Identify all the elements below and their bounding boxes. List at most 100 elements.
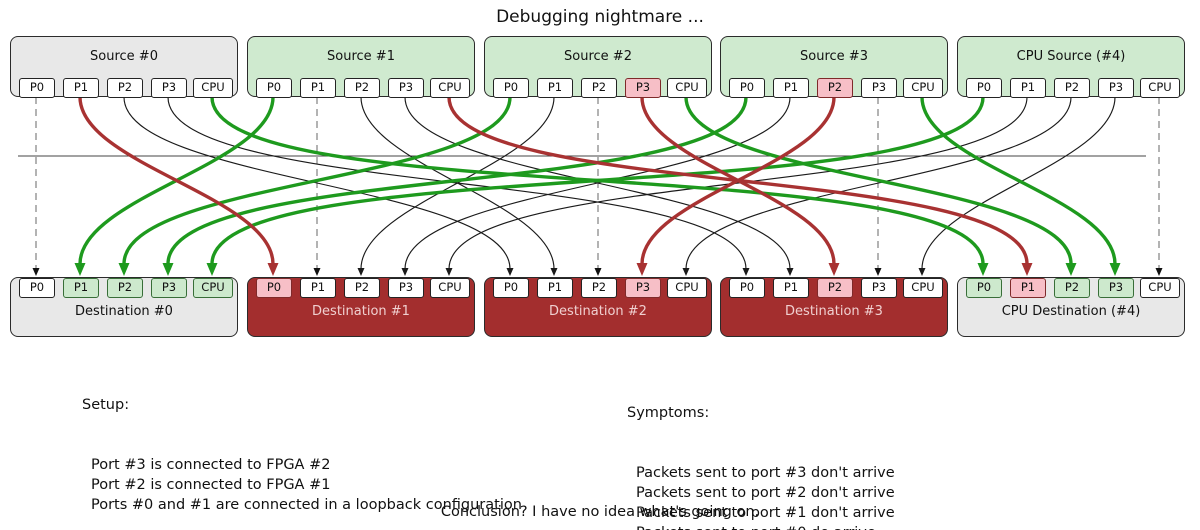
destination-1-port-p0: P0 <box>256 278 292 298</box>
symptoms-heading: Symptoms: <box>627 405 710 421</box>
destination-1-port-p2: P2 <box>344 278 380 298</box>
arrowhead-red-d1p0 <box>267 263 279 276</box>
destination-2-port-p0: P0 <box>493 278 529 298</box>
symptoms-block: Symptoms: Packets sent to port #3 don't … <box>627 363 919 530</box>
arrowhead-green-d4p3 <box>1109 263 1121 276</box>
source-2-port-p2: P2 <box>581 78 617 98</box>
destination-4-port-p2: P2 <box>1054 278 1090 298</box>
connection-black-s2p1 <box>360 96 555 270</box>
destination-4-port-cpu: CPU <box>1140 278 1180 298</box>
arrowhead-black-d1p3 <box>401 268 409 276</box>
setup-line-2: Ports #0 and #1 are connected in a loopb… <box>91 497 522 513</box>
source-2-port-p3: P3 <box>625 78 661 98</box>
source-label-2: Source #2 <box>564 49 632 64</box>
source-label-0: Source #0 <box>90 49 158 64</box>
source-2-port-p1: P1 <box>537 78 573 98</box>
destination-3-port-p3: P3 <box>861 278 897 298</box>
source-label-1: Source #1 <box>327 49 395 64</box>
arrowhead-dashed-d2p2 <box>594 268 602 276</box>
source-1-port-p1: P1 <box>300 78 336 98</box>
source-4-port-p0: P0 <box>966 78 1002 98</box>
connection-black-s0p2 <box>123 96 511 270</box>
destination-4-port-p3: P3 <box>1098 278 1134 298</box>
conclusion-text: Conclusion? I have no idea what's going … <box>440 504 760 520</box>
source-3-port-cpu: CPU <box>903 78 943 98</box>
arrowhead-green-d4p0 <box>977 263 989 276</box>
connection-green-s3p0 <box>166 96 748 265</box>
arrowhead-black-d1p4 <box>445 268 453 276</box>
source-0-port-p3: P3 <box>151 78 187 98</box>
arrowhead-black-d3p0 <box>742 268 750 276</box>
source-4-port-cpu: CPU <box>1140 78 1180 98</box>
connection-black-s4p3 <box>921 96 1116 270</box>
connection-green-s4p0 <box>210 96 985 265</box>
destination-2-port-cpu: CPU <box>667 278 707 298</box>
arrowhead-red-d3p2 <box>828 263 840 276</box>
destination-label-3: Destination #3 <box>785 304 883 319</box>
connection-black-s3p1 <box>404 96 791 270</box>
setup-lines: Port #3 is connected to FPGA #2 Port #2 i… <box>82 455 522 515</box>
source-3-port-p2: P2 <box>817 78 853 98</box>
arrowhead-red-d4p1 <box>1021 263 1033 276</box>
source-1-port-p2: P2 <box>344 78 380 98</box>
arrowhead-green-d0p2 <box>118 263 130 276</box>
symptom-line-3: Packets sent to port #0 do arrive <box>627 523 919 530</box>
source-0-port-p2: P2 <box>107 78 143 98</box>
source-4-port-p1: P1 <box>1010 78 1046 98</box>
arrowhead-black-d1p2 <box>357 268 365 276</box>
setup-line-1: Port #2 is connected to FPGA #1 <box>91 477 331 493</box>
arrowhead-black-d2p1 <box>550 268 558 276</box>
destination-1-port-cpu: CPU <box>430 278 470 298</box>
source-3-port-p3: P3 <box>861 78 897 98</box>
source-label-3: Source #3 <box>800 49 868 64</box>
destination-2-port-p3: P3 <box>625 278 661 298</box>
source-1-port-p3: P3 <box>388 78 424 98</box>
connection-green-s3p4 <box>920 96 1117 265</box>
destination-3-port-p1: P1 <box>773 278 809 298</box>
destination-2-port-p2: P2 <box>581 278 617 298</box>
source-3-port-p1: P1 <box>773 78 809 98</box>
source-4-port-p3: P3 <box>1098 78 1134 98</box>
destination-0-port-p1: P1 <box>63 278 99 298</box>
arrowhead-dashed-d3p3 <box>874 268 882 276</box>
arrowhead-green-d0p3 <box>162 263 174 276</box>
symptom-line-0: Packets sent to port #3 don't arrive <box>636 465 895 481</box>
source-2-port-cpu: CPU <box>667 78 707 98</box>
arrowhead-green-d0p4 <box>206 263 218 276</box>
source-0-port-p1: P1 <box>63 78 99 98</box>
connection-wires <box>18 96 1163 276</box>
symptom-line-1: Packets sent to port #2 don't arrive <box>636 485 895 501</box>
destination-3-port-p2: P2 <box>817 278 853 298</box>
connection-black-s4p1 <box>448 96 1028 270</box>
arrowhead-black-d3p1 <box>786 268 794 276</box>
source-4-port-p2: P2 <box>1054 78 1090 98</box>
destination-0-port-p3: P3 <box>151 278 187 298</box>
setup-line-0: Port #3 is connected to FPGA #2 <box>91 457 331 473</box>
arrowhead-green-d0p1 <box>74 263 86 276</box>
source-box-3: Source #3 P0 P1 P2 P3 CPU <box>720 36 948 98</box>
arrowhead-green-d4p2 <box>1065 263 1077 276</box>
arrowhead-black-d2p4 <box>682 268 690 276</box>
source-0-port-cpu: CPU <box>193 78 233 98</box>
destination-1-port-p3: P3 <box>388 278 424 298</box>
destination-0-port-p2: P2 <box>107 278 143 298</box>
destination-2-port-p1: P1 <box>537 278 573 298</box>
destination-3-port-cpu: CPU <box>903 278 943 298</box>
source-3-port-p0: P0 <box>729 78 765 98</box>
arrowhead-dashed-d0p0 <box>32 268 40 276</box>
arrowhead-dashed-d4p4 <box>1155 268 1163 276</box>
connection-green-s2p4 <box>684 96 1073 265</box>
arrowhead-dashed-d1p1 <box>313 268 321 276</box>
connection-red-s0p1 <box>78 96 275 265</box>
connection-red-s3p2 <box>640 96 836 265</box>
source-1-port-cpu: CPU <box>430 78 470 98</box>
